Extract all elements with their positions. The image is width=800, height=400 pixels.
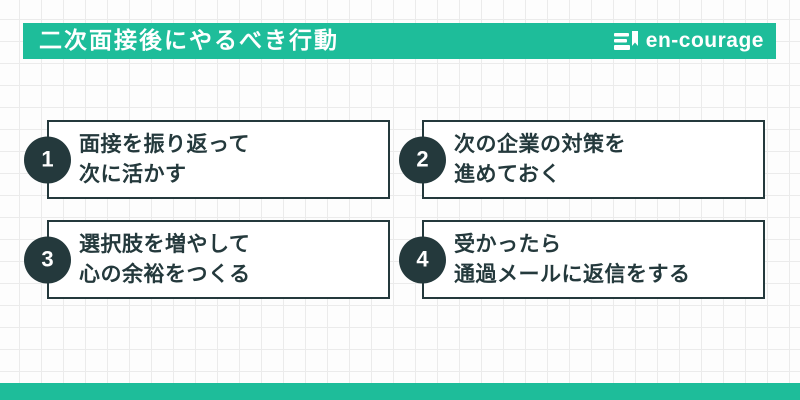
step-text-line1: 選択肢を増やして <box>79 233 251 257</box>
step-text: 面接を振り返って 次に活かす <box>49 130 250 189</box>
step-text-line2: 進めておく <box>454 162 561 186</box>
book-icon <box>613 30 640 53</box>
en-courage-logo: en-courage <box>613 30 764 53</box>
bottom-accent-bar <box>0 383 800 400</box>
step-box-2: 2 次の企業の対策を 進めておく <box>399 120 765 199</box>
step-number-badge: 2 <box>399 136 446 183</box>
step-text-line2: 次に活かす <box>79 162 187 186</box>
step-text-line1: 次の企業の対策を <box>454 133 626 157</box>
step-text-line1: 面接を振り返って <box>79 133 250 157</box>
step-number-badge: 1 <box>24 136 71 183</box>
step-box-4: 4 受かったら 通過メールに返信をする <box>399 220 765 299</box>
step-text-line1: 受かったら <box>454 233 562 257</box>
step-text: 選択肢を増やして 心の余裕をつくる <box>49 230 251 289</box>
step-number-badge: 3 <box>24 236 71 283</box>
page-title: 二次面接後にやるべき行動 <box>39 26 339 53</box>
logo-text: en-courage <box>645 28 764 52</box>
step-text: 次の企業の対策を 進めておく <box>424 130 626 189</box>
step-number-badge: 4 <box>399 236 446 283</box>
step-box-1: 1 面接を振り返って 次に活かす <box>24 120 390 199</box>
header-bar: 二次面接後にやるべき行動 en-courage <box>23 23 776 59</box>
step-text: 受かったら 通過メールに返信をする <box>424 230 691 289</box>
step-box-3: 3 選択肢を増やして 心の余裕をつくる <box>24 220 390 299</box>
step-text-line2: 心の余裕をつくる <box>79 262 251 286</box>
step-text-line2: 通過メールに返信をする <box>454 262 691 286</box>
